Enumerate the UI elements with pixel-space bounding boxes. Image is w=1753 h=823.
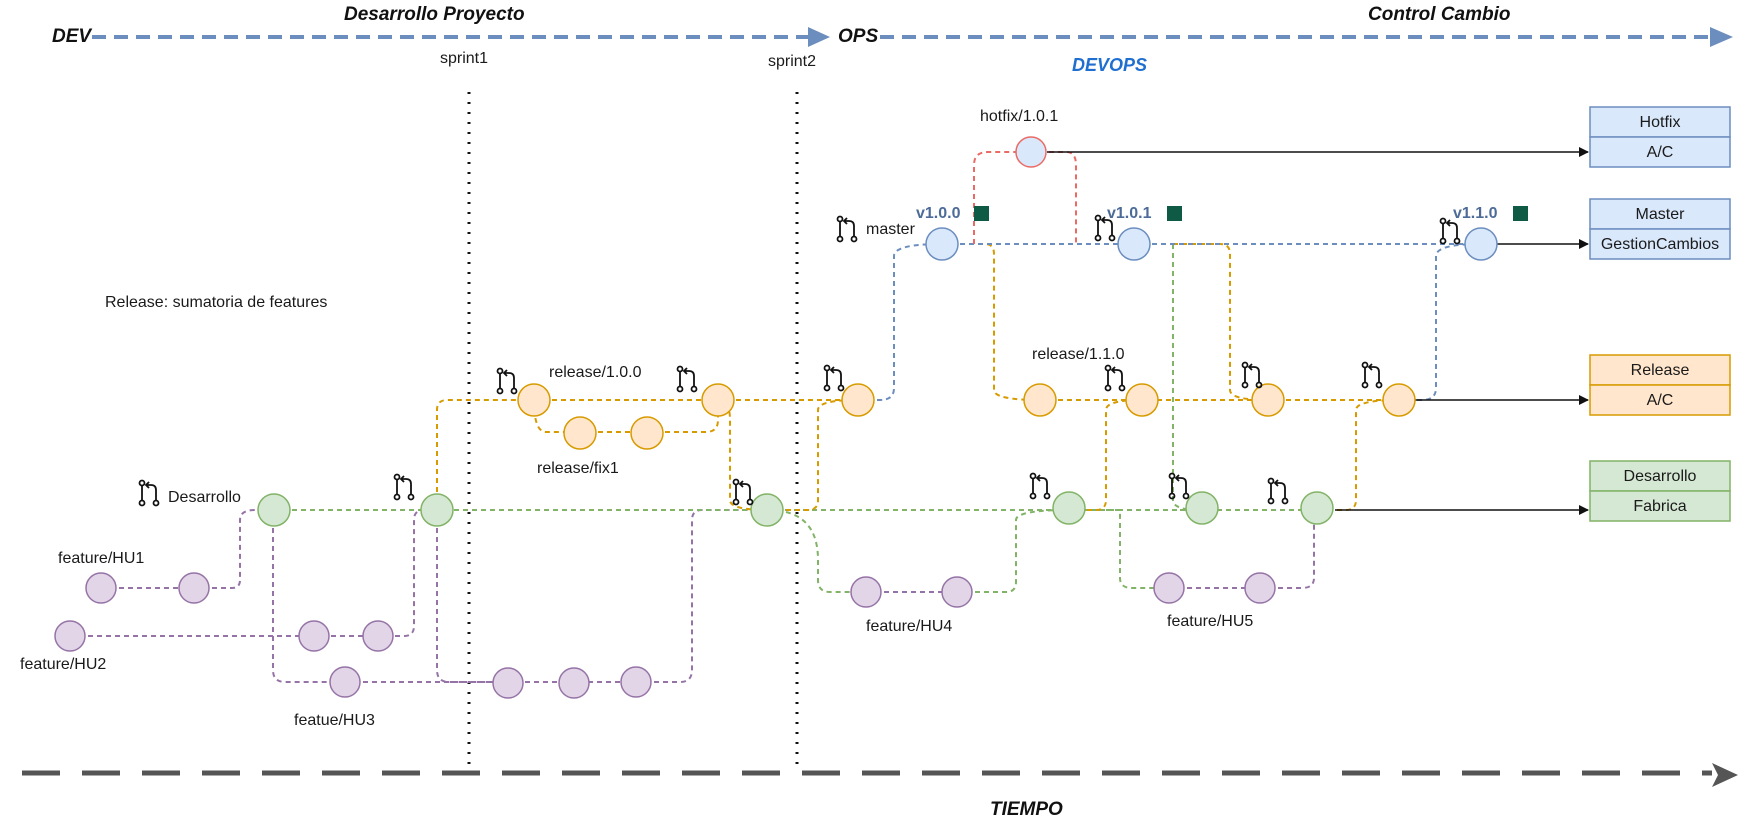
env-name: Master [1636,206,1686,223]
feature-hu4-label: feature/HU4 [866,618,952,635]
commit-node [362,620,394,652]
feature-hu5-label: feature/HU5 [1167,613,1253,630]
commit-node [54,620,86,652]
commit-node [1125,383,1159,417]
env-name: Desarrollo [1624,468,1697,485]
sprint-separators: sprint1 sprint2 [440,50,816,770]
feature-hu1-label: feature/HU1 [58,550,144,567]
commit-node [1117,227,1151,261]
commit-node [850,576,882,608]
sprint1-label: sprint1 [440,50,488,67]
commit-node [1251,383,1285,417]
release-110-label: release/1.1.0 [1032,346,1125,363]
version-tag-v100: v1.0.0 [916,205,961,222]
commit-node [85,572,117,604]
commit-node [517,383,551,417]
commit-node [1244,572,1276,604]
env-name: Hotfix [1640,114,1681,131]
release-100-label: release/1.0.0 [549,364,642,381]
commit-node [1153,572,1185,604]
env-box-release: Release A/C [1589,354,1731,416]
commit-node [492,667,524,699]
branch-connectors [70,151,1482,683]
commit-node [1300,491,1334,525]
env-box-desarrollo: Desarrollo Fabrica [1589,460,1731,522]
commit-node [750,493,784,527]
pull-request-icon [823,364,845,392]
dev-arrowhead-icon [808,27,830,47]
commit-node [1185,491,1219,525]
commit-node [329,666,361,698]
env-box-hotfix: Hotfix A/C [1589,106,1731,168]
version-tag-v101: v1.0.1 [1107,205,1152,222]
pull-request-icon [138,479,160,507]
pull-request-icons [138,214,1461,507]
release-fix1-label: release/fix1 [537,460,619,477]
pull-request-icon [496,367,518,395]
pull-request-icon [1267,477,1289,505]
feature-hu2-label: feature/HU2 [20,656,106,673]
commit-node [701,383,735,417]
commit-node [298,620,330,652]
commit-node [1052,491,1086,525]
deploy-arrows [1047,147,1589,515]
version-tags: v1.0.0 v1.0.1 v1.1.0 [916,205,1528,222]
commit-node [620,666,652,698]
version-tag-v110: v1.1.0 [1453,205,1498,222]
desarrollo-proyecto-label: Desarrollo Proyecto [344,4,525,25]
commit-node [257,493,291,527]
commit-node [1023,383,1057,417]
pull-request-icon [1104,364,1126,392]
time-arrowhead-icon [1712,763,1738,787]
tag-icon [1167,206,1182,221]
commit-node [1464,227,1498,261]
pull-request-icon [1241,361,1263,389]
pull-request-icon [1168,472,1190,500]
env-target: Fabrica [1633,498,1686,515]
hotfix-commit-node [1015,136,1047,168]
ops-arrowhead-icon [1710,27,1733,47]
env-target: A/C [1647,392,1674,409]
feature-hu3-label: featue/HU3 [294,712,375,729]
pull-request-icon [1439,217,1461,245]
commit-nodes [54,136,1498,699]
header-timeline: DEV Desarrollo Proyecto OPS Control Camb… [52,4,1733,75]
ops-label: OPS [838,26,878,47]
tiempo-label: TIEMPO [990,799,1063,820]
tag-icon [1513,206,1528,221]
pull-request-icon [676,365,698,393]
pull-request-icon [1094,214,1116,242]
sprint2-label: sprint2 [768,53,816,70]
commit-node [1382,383,1416,417]
time-axis: TIEMPO [22,763,1738,820]
desarrollo-branch-label: Desarrollo [168,489,241,506]
devops-label: DEVOPS [1072,55,1147,75]
master-branch-label: master [866,221,916,238]
env-target: A/C [1647,144,1674,161]
commit-node [563,416,597,450]
pull-request-icon [732,478,754,506]
env-name: Release [1631,362,1690,379]
pull-request-icon [1029,472,1051,500]
hotfix-branch-label: hotfix/1.0.1 [980,108,1058,125]
dev-label: DEV [52,26,92,47]
commit-node [420,493,454,527]
pull-request-icon [836,215,858,243]
env-target: GestionCambios [1601,236,1719,253]
commit-node [841,383,875,417]
tag-icon [974,206,989,221]
env-box-master: Master GestionCambios [1589,198,1731,260]
release-note: Release: sumatoria de features [105,294,327,311]
environment-boxes: Hotfix A/C Master GestionCambios Release… [1589,106,1731,522]
commit-node [941,576,973,608]
pull-request-icon [393,473,415,501]
commit-node [558,667,590,699]
branch-labels: hotfix/1.0.1 master release/1.0.0 releas… [20,108,1253,729]
pull-request-icon [1361,361,1383,389]
control-cambio-label: Control Cambio [1368,4,1511,25]
commit-node [630,416,664,450]
commit-node [178,572,210,604]
commit-node [925,227,959,261]
